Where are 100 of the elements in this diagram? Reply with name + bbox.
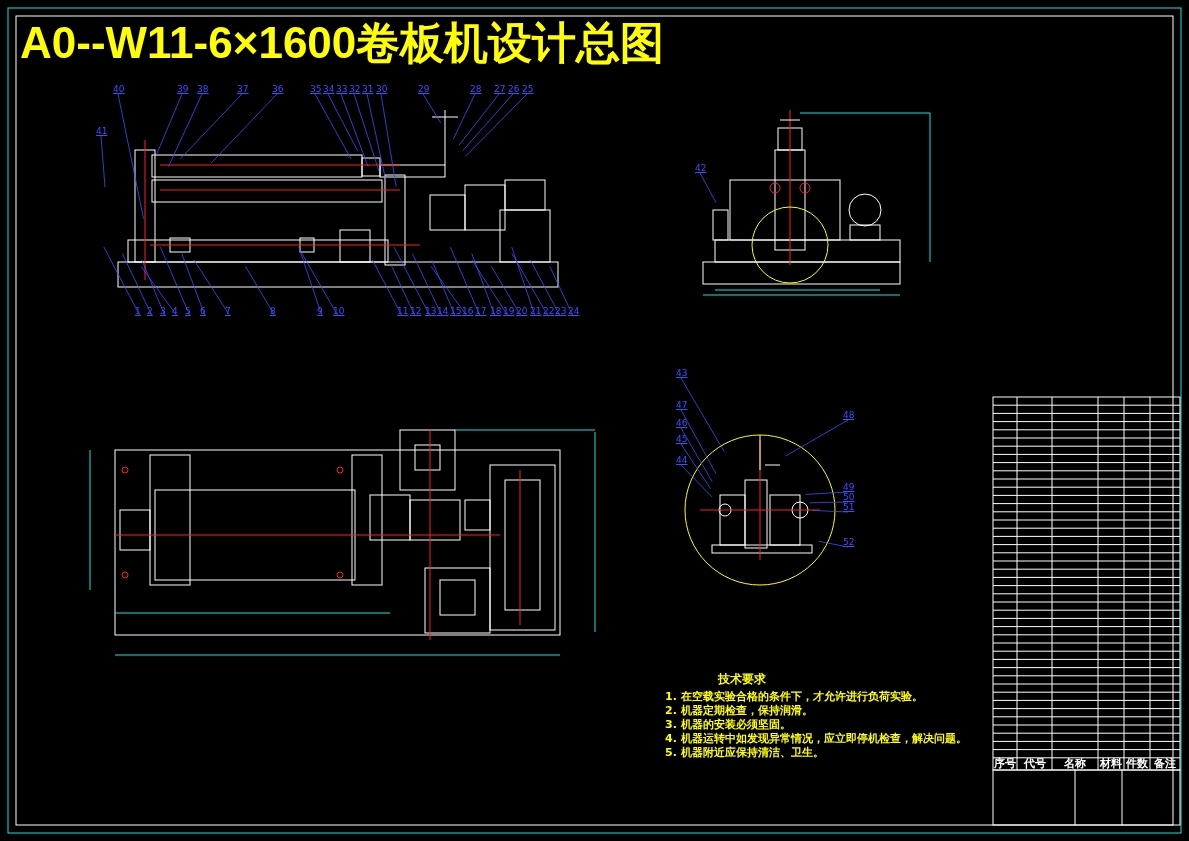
leader-line	[160, 246, 191, 317]
callout-number: 23	[555, 306, 567, 316]
table-header-text: 名称	[1063, 758, 1087, 770]
callout-number: 13	[425, 306, 437, 316]
leader-line	[680, 409, 717, 475]
callout-number: 18	[490, 306, 502, 316]
leader-line	[511, 253, 549, 317]
callout-number: 35	[310, 84, 322, 94]
callout-number: 1	[135, 306, 141, 316]
leader-line	[181, 253, 206, 317]
callout-number: 43	[676, 368, 688, 378]
leader-line	[422, 93, 441, 124]
callout-number: 31	[362, 84, 374, 94]
leader-line	[353, 93, 380, 172]
leader-line	[193, 259, 231, 317]
callout-number: 6	[200, 306, 206, 316]
table-header-text: 材料	[1099, 758, 1123, 770]
leader-line	[141, 259, 166, 317]
callout-number: 3	[160, 306, 166, 316]
leader-line	[327, 93, 358, 152]
leader-line	[298, 246, 323, 317]
callout-number: 49	[843, 482, 855, 492]
requirement-note: 1. 在空载实验合格的条件下，才允许进行负荷实验。	[665, 690, 923, 703]
leader-line	[549, 266, 574, 317]
requirement-note: 5. 机器附近应保持清洁、卫生。	[665, 746, 824, 759]
leader-line	[530, 259, 561, 317]
callout-number: 10	[333, 306, 345, 316]
leader-line	[491, 266, 522, 317]
callout-number: 22	[543, 306, 555, 316]
callout-number: 47	[676, 400, 688, 410]
requirement-note: 3. 机器的安装必须坚固。	[665, 718, 791, 731]
leader-line	[811, 510, 849, 513]
callout-number: 2	[147, 306, 153, 316]
table-header-text: 件数	[1125, 758, 1149, 770]
callout-number: 51	[843, 502, 855, 512]
leader-line	[809, 501, 849, 504]
leader-line	[168, 93, 203, 168]
leader-line	[391, 266, 416, 317]
leader-line	[458, 93, 500, 146]
leader-line	[471, 253, 496, 317]
callout-number: 38	[197, 84, 209, 94]
leader-line	[430, 266, 468, 317]
leader-line	[471, 259, 509, 317]
leader-line	[340, 93, 369, 168]
callout-number: 39	[177, 84, 189, 94]
requirements-heading: 技术要求	[718, 672, 766, 686]
callout-number: 26	[508, 84, 520, 94]
callout-number: 28	[470, 84, 482, 94]
leader-line	[314, 93, 352, 160]
leader-line	[372, 259, 403, 317]
callout-number: 27	[494, 84, 506, 94]
leader-line	[380, 93, 397, 188]
leader-line	[465, 93, 528, 157]
callout-number: 44	[676, 455, 688, 465]
callout-number: 46	[676, 418, 688, 428]
callout-number: 11	[397, 306, 409, 316]
callout-number: 50	[843, 492, 855, 502]
leader-line	[805, 491, 849, 495]
callout-number: 4	[172, 306, 178, 316]
callout-number: 5	[185, 306, 191, 316]
callout-number: 17	[475, 306, 487, 316]
callout-number: 7	[225, 306, 231, 316]
callout-number: 42	[695, 163, 707, 173]
leader-line	[366, 93, 386, 180]
leader-line	[245, 266, 276, 317]
callout-number: 37	[237, 84, 249, 94]
leader-line	[412, 253, 443, 317]
callout-number: 34	[323, 84, 335, 94]
drawing-title: A0--W11-6×1600卷板机设计总图	[20, 18, 665, 68]
callout-number: 33	[336, 84, 348, 94]
requirement-note: 4. 机器运转中如发现异常情况，应立即停机检查，解决问题。	[665, 732, 967, 745]
leader-line	[453, 93, 476, 140]
callout-number: 9	[317, 306, 323, 316]
callout-number: 20	[516, 306, 528, 316]
callout-number: 32	[349, 84, 361, 94]
requirement-note: 2. 机器定期检查，保持润滑。	[665, 704, 813, 717]
leader-line	[680, 377, 725, 452]
callout-number: 45	[676, 434, 688, 444]
leader-line	[785, 419, 849, 457]
leader-line	[156, 93, 183, 156]
callout-number: 41	[96, 126, 108, 136]
leader-line	[100, 135, 106, 188]
callout-number: 16	[462, 306, 474, 316]
callout-number: 40	[113, 84, 125, 94]
callout-number: 8	[270, 306, 276, 316]
callout-number: 52	[843, 537, 855, 547]
leader-line	[180, 93, 243, 160]
leader-line	[103, 246, 141, 317]
leader-line	[431, 259, 456, 317]
leader-line	[680, 464, 713, 498]
leader-line	[818, 541, 849, 548]
callout-number: 24	[568, 306, 580, 316]
table-header-text: 备注	[1153, 758, 1177, 770]
leader-line	[122, 253, 153, 317]
leader-line	[301, 253, 339, 317]
leader-line	[450, 246, 481, 317]
leader-line	[680, 427, 713, 482]
callout-number: 14	[437, 306, 449, 316]
callout-number: 36	[272, 84, 284, 94]
leader-line	[511, 246, 536, 317]
